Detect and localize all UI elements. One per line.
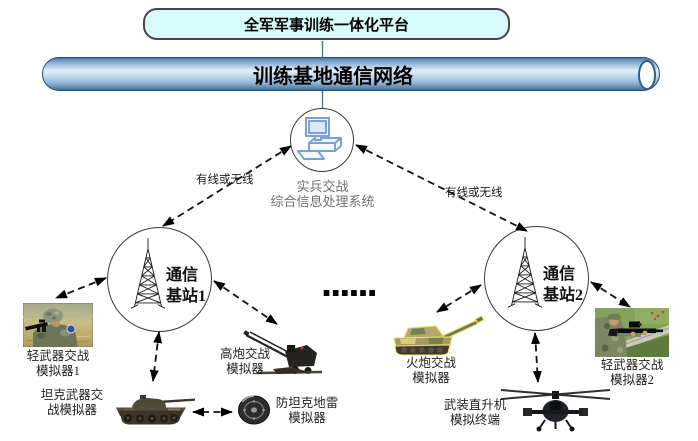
aa-gun-photo (243, 329, 323, 382)
artillery-photo (388, 315, 486, 361)
ellipsis-dots: ...... (321, 261, 378, 305)
aa-gun-icon (243, 330, 323, 375)
aa-gun-label: 高炮交战 模拟器 (219, 347, 270, 376)
mine-photo (237, 394, 271, 431)
soldier-2-label: 轻武器交战 模拟器2 (600, 358, 664, 387)
anti-tank-mine-icon (238, 395, 270, 425)
link-label-right: 有线或无线 (445, 187, 503, 199)
artillery-icon (393, 315, 485, 356)
processing-system-node (290, 108, 354, 172)
helicopter-photo (498, 386, 613, 437)
base-station-2-label: 通信 基站2 (543, 266, 584, 304)
soldier-aiming-icon (22, 302, 94, 348)
soldier-2-photo (594, 307, 670, 362)
network-pipe: 训练基地通信网络 (42, 57, 660, 91)
mine-label: 防坦克地雷 模拟器 (275, 396, 339, 425)
network-pipe-title: 训练基地通信网络 (253, 65, 413, 88)
soldier-1-label: 轻武器交战 模拟器1 (26, 349, 90, 378)
soldier-1-photo (22, 302, 94, 352)
helicopter-label: 武装直升机 模拟终端 (443, 398, 507, 427)
soldier-aiming-icon (594, 307, 670, 359)
processing-system-label: 实兵交战 综合信息处理系统 (270, 179, 375, 209)
base-station-1-label: 通信 基站1 (166, 267, 207, 305)
artillery-label: 火炮交战 模拟器 (405, 356, 456, 385)
base-station-2-node (484, 226, 589, 331)
antenna-tower-icon (130, 238, 166, 309)
tank-label: 坦克武器交 战模拟器 (40, 388, 104, 417)
computer-icon (297, 117, 342, 160)
helicopter-icon (500, 389, 611, 432)
antenna-tower-icon (507, 237, 543, 308)
link-label-left: 有线或无线 (196, 174, 254, 186)
tank-icon (116, 395, 195, 425)
platform-title: 全军军事训练一体化平台 (243, 17, 409, 34)
platform-box: 全军军事训练一体化平台 (143, 8, 510, 40)
pipe-end-cap (638, 60, 656, 90)
tank-photo (110, 389, 196, 431)
